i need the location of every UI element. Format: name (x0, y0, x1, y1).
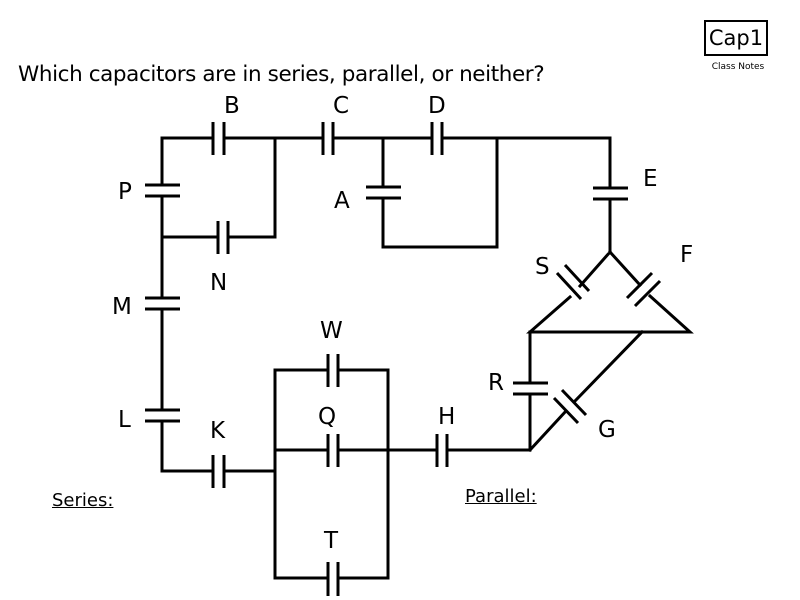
label-q: Q (318, 404, 336, 430)
capacitor-m (145, 296, 180, 311)
capacitor-p (145, 183, 180, 198)
label-b: B (224, 93, 240, 119)
label-e: E (643, 166, 658, 192)
capacitor-a (366, 185, 401, 200)
label-g: G (598, 417, 616, 443)
parallel-label: Parallel: (465, 486, 537, 507)
label-n: N (210, 270, 227, 296)
capacitor-e (593, 186, 628, 201)
label-w: W (320, 318, 343, 344)
label-d: D (428, 93, 446, 119)
label-c: C (333, 93, 349, 119)
capacitor-d (430, 122, 444, 155)
capacitor-plates (145, 122, 662, 596)
label-p: P (118, 179, 132, 205)
label-a: A (334, 188, 350, 214)
label-l: L (118, 407, 131, 433)
wire-n-loop (160, 136, 277, 239)
wire-triangle (526, 249, 694, 334)
label-t: T (323, 528, 339, 554)
badge-subtitle: Class Notes (711, 62, 765, 72)
capacitor-k (211, 455, 226, 488)
capacitor-r (513, 381, 548, 396)
wire-g (527, 329, 645, 453)
capacitor-w (326, 354, 340, 387)
capacitor-n (216, 221, 230, 254)
capacitor-t (326, 562, 340, 596)
series-label: Series: (52, 490, 114, 511)
capacitor-q (326, 434, 340, 467)
label-r: R (488, 370, 504, 396)
capacitor-f (625, 271, 662, 308)
capacitor-labels: B C D P A E N M S F W R L K Q H G T (112, 93, 693, 554)
wire-left (160, 136, 277, 473)
circuit-wires (160, 136, 694, 580)
label-k: K (210, 418, 226, 444)
label-f: F (680, 242, 693, 268)
wire-a-loop (381, 136, 499, 249)
capacitor-c (321, 122, 335, 155)
wire-wqt-block (273, 368, 390, 580)
capacitor-b (211, 122, 226, 155)
question-text: Which capacitors are in series, parallel… (18, 62, 545, 87)
worksheet-badge: Cap1 (704, 20, 768, 56)
capacitor-h (435, 434, 449, 467)
label-m: M (112, 294, 132, 320)
capacitor-l (145, 408, 180, 423)
label-h: H (438, 404, 455, 430)
capacitor-s (555, 263, 591, 301)
label-s: S (535, 254, 550, 280)
capacitor-g (552, 388, 588, 425)
